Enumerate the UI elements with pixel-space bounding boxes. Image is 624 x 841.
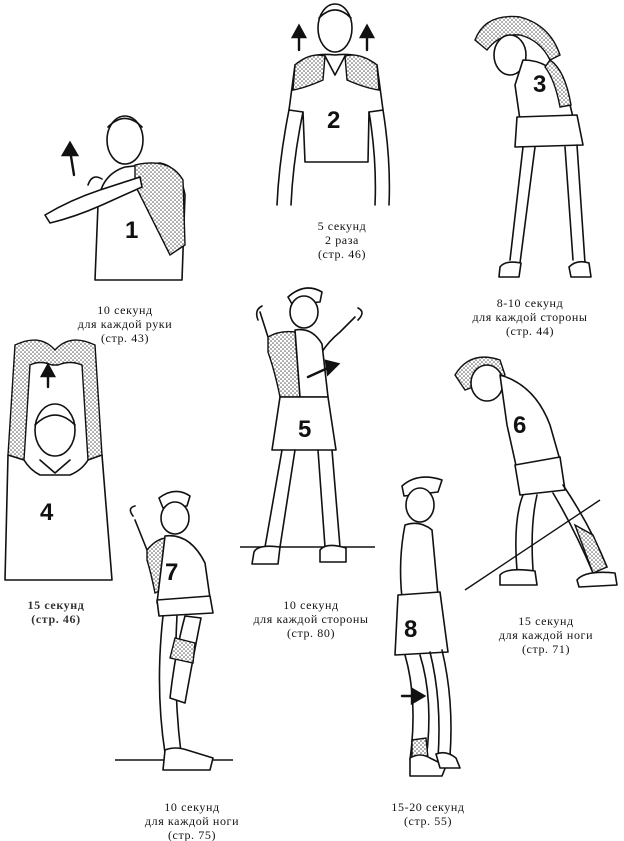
figure-2-detail: 2 раза bbox=[324, 233, 359, 247]
figure-1-page-ref: (стр. 43) bbox=[100, 331, 150, 345]
figure-7-duration: 10 секунд bbox=[164, 800, 220, 814]
figure-5-detail: для каждой стороны bbox=[253, 612, 369, 626]
figure-5-illustration: 5 bbox=[240, 282, 380, 572]
figure-1-illustration: 1 bbox=[40, 105, 190, 290]
figure-6-number: 6 bbox=[513, 412, 526, 439]
figure-4-number: 4 bbox=[40, 499, 54, 526]
figure-8-caption: 15-20 секунд (стр. 55) bbox=[391, 800, 464, 828]
figure-8-illustration: 8 bbox=[390, 470, 480, 785]
figure-7-illustration: 7 bbox=[115, 488, 240, 788]
figure-3-duration: 8-10 секунд bbox=[496, 296, 564, 310]
figure-4-illustration: 4 bbox=[0, 335, 115, 585]
figure-6-illustration: 6 bbox=[445, 345, 624, 595]
figure-4-duration: 15 секунд bbox=[27, 598, 85, 612]
figure-8-duration: 15-20 секунд bbox=[391, 800, 465, 814]
figure-1-detail: для каждой руки bbox=[77, 317, 173, 331]
figure-2-caption: 5 секунд 2 раза (стр. 46) bbox=[318, 219, 367, 261]
figure-7-page-ref: (стр. 75) bbox=[167, 828, 217, 841]
figure-3-illustration: 3 bbox=[465, 5, 595, 290]
figure-6-caption: 15 секунд для каждой ноги (стр. 71) bbox=[499, 614, 593, 656]
figure-3-number: 3 bbox=[533, 71, 546, 98]
figure-1-number: 1 bbox=[125, 217, 138, 244]
figure-1-duration: 10 секунд bbox=[97, 303, 153, 317]
figure-3-caption: 8-10 секунд для каждой стороны (стр. 44) bbox=[472, 296, 587, 338]
figure-3-page-ref: (стр. 44) bbox=[505, 324, 555, 338]
figure-2-number: 2 bbox=[327, 107, 340, 134]
figure-4-page-ref: (стр. 46) bbox=[31, 612, 81, 626]
figure-7-caption: 10 секунд для каждой ноги (стр. 75) bbox=[145, 800, 239, 841]
figure-5-caption: 10 секунд для каждой стороны (стр. 80) bbox=[253, 598, 368, 640]
figure-8-number: 8 bbox=[404, 616, 417, 643]
figure-2-duration: 5 секунд bbox=[317, 219, 367, 233]
figure-1-caption: 10 секунд для каждой руки (стр. 43) bbox=[78, 303, 173, 345]
figure-5-page-ref: (стр. 80) bbox=[286, 626, 336, 640]
figure-2-page-ref: (стр. 46) bbox=[317, 247, 367, 261]
figure-6-detail: для каждой ноги bbox=[498, 628, 594, 642]
figure-7-number: 7 bbox=[165, 559, 178, 586]
figure-7-detail: для каждой ноги bbox=[144, 814, 240, 828]
figure-2-illustration: 2 bbox=[265, 0, 405, 215]
figure-6-duration: 15 секунд bbox=[518, 614, 574, 628]
figure-5-number: 5 bbox=[298, 416, 311, 443]
figure-6-page-ref: (стр. 71) bbox=[521, 642, 571, 656]
figure-4-caption: 15 секунд (стр. 46) bbox=[28, 598, 85, 626]
figure-3-detail: для каждой стороны bbox=[472, 310, 588, 324]
figure-5-duration: 10 секунд bbox=[283, 598, 339, 612]
figure-8-page-ref: (стр. 55) bbox=[403, 814, 453, 828]
